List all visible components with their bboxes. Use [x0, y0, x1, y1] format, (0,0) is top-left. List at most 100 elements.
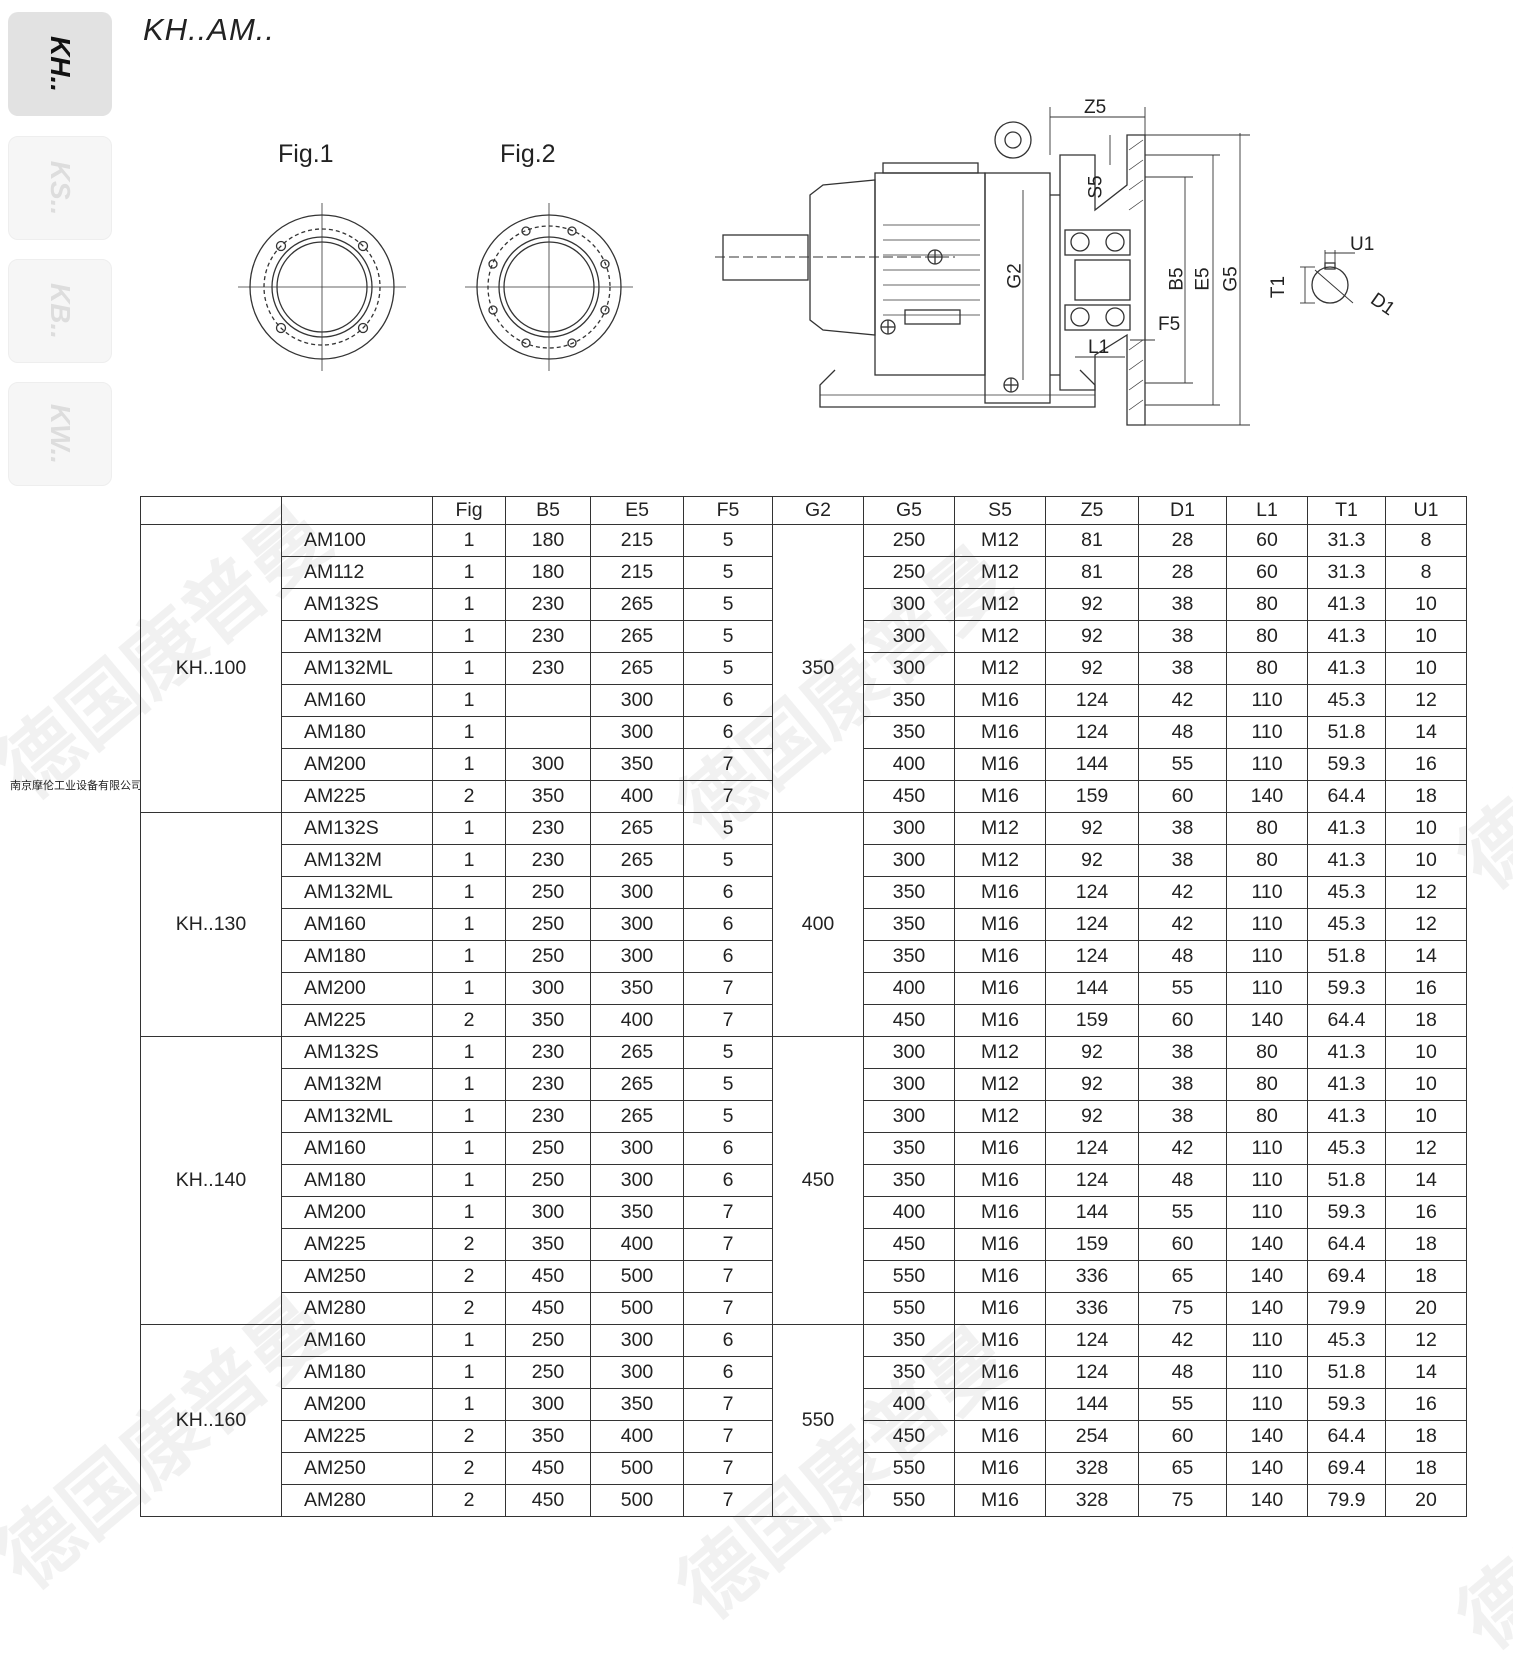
t1-cell: 79.9 [1307, 1292, 1386, 1325]
l1-cell: 110 [1226, 940, 1308, 973]
motor-adapter-cell: AM132S [281, 588, 433, 621]
fig-cell: 1 [432, 620, 506, 653]
f5-cell: 7 [683, 780, 773, 813]
g5-cell: 400 [863, 1388, 955, 1421]
dim-label-g2: G2 [1004, 263, 1026, 289]
f5-cell: 6 [683, 1324, 773, 1357]
f5-cell: 5 [683, 812, 773, 845]
b5-cell: 250 [505, 1324, 591, 1357]
motor-adapter-cell: AM250 [281, 1260, 433, 1293]
d1-cell: 48 [1138, 1164, 1227, 1197]
motor-adapter-cell: AM132ML [281, 876, 433, 909]
motor-adapter-cell: AM225 [281, 1004, 433, 1037]
u1-cell: 14 [1385, 940, 1467, 973]
side-tab-kh[interactable]: KH.. [8, 12, 112, 116]
fig-cell: 1 [432, 940, 506, 973]
s5-cell: M12 [954, 844, 1046, 877]
e5-cell: 300 [590, 908, 684, 941]
s5-cell: M16 [954, 716, 1046, 749]
u1-cell: 8 [1385, 556, 1467, 589]
b5-cell: 350 [505, 780, 591, 813]
b5-cell: 250 [505, 1164, 591, 1197]
b5-cell: 350 [505, 1228, 591, 1261]
d1-cell: 38 [1138, 652, 1227, 685]
fig-cell: 1 [432, 908, 506, 941]
t1-cell: 41.3 [1307, 588, 1386, 621]
s5-cell: M16 [954, 1452, 1046, 1485]
s5-cell: M16 [954, 1324, 1046, 1357]
z5-cell: 92 [1045, 588, 1139, 621]
fig-cell: 1 [432, 1100, 506, 1133]
fig-cell: 1 [432, 716, 506, 749]
e5-cell: 500 [590, 1292, 684, 1325]
b5-cell: 250 [505, 908, 591, 941]
l1-cell: 80 [1226, 652, 1308, 685]
side-tab-kw[interactable]: KW.. [8, 382, 112, 486]
u1-cell: 12 [1385, 1132, 1467, 1165]
f5-cell: 7 [683, 1420, 773, 1453]
motor-adapter-cell: AM112 [281, 556, 433, 589]
z5-cell: 336 [1045, 1292, 1139, 1325]
z5-cell: 124 [1045, 1324, 1139, 1357]
motor-adapter-cell: AM160 [281, 684, 433, 717]
l1-cell: 110 [1226, 1196, 1308, 1229]
g5-cell: 350 [863, 940, 955, 973]
b5-cell: 180 [505, 556, 591, 589]
z5-cell: 81 [1045, 524, 1139, 557]
motor-adapter-cell: AM160 [281, 1132, 433, 1165]
e5-cell: 300 [590, 1132, 684, 1165]
motor-adapter-cell: AM180 [281, 716, 433, 749]
t1-cell: 45.3 [1307, 876, 1386, 909]
u1-cell: 18 [1385, 1004, 1467, 1037]
d1-cell: 75 [1138, 1292, 1227, 1325]
side-tab-kb[interactable]: KB.. [8, 259, 112, 363]
fig-cell: 1 [432, 1036, 506, 1069]
t1-cell: 41.3 [1307, 652, 1386, 685]
gear-unit-model: KH..130 [140, 812, 282, 1037]
motor-adapter-cell: AM132S [281, 1036, 433, 1069]
f5-cell: 7 [683, 1004, 773, 1037]
t1-cell: 45.3 [1307, 684, 1386, 717]
e5-cell: 350 [590, 748, 684, 781]
t1-cell: 41.3 [1307, 844, 1386, 877]
z5-cell: 92 [1045, 1100, 1139, 1133]
fig2-label: Fig.2 [500, 140, 556, 168]
g5-cell: 350 [863, 1132, 955, 1165]
u1-cell: 18 [1385, 1228, 1467, 1261]
g5-cell: 350 [863, 1324, 955, 1357]
g5-cell: 350 [863, 876, 955, 909]
g5-cell: 550 [863, 1484, 955, 1517]
b5-cell: 300 [505, 748, 591, 781]
g5-cell: 350 [863, 1164, 955, 1197]
u1-cell: 18 [1385, 1452, 1467, 1485]
f5-cell: 5 [683, 524, 773, 557]
motor-adapter-cell: AM200 [281, 972, 433, 1005]
b5-cell: 250 [505, 1356, 591, 1389]
u1-cell: 10 [1385, 1100, 1467, 1133]
e5-cell: 265 [590, 1068, 684, 1101]
b5-cell [505, 684, 591, 717]
d1-cell: 65 [1138, 1260, 1227, 1293]
gear-unit-model: KH..100 [140, 524, 282, 813]
t1-cell: 51.8 [1307, 1164, 1386, 1197]
u1-cell: 20 [1385, 1292, 1467, 1325]
side-tab-label: KH.. [45, 36, 76, 92]
f5-cell: 6 [683, 940, 773, 973]
side-tab-label: KW.. [44, 403, 76, 465]
side-tab-ks[interactable]: KS.. [8, 136, 112, 240]
dim-label-z5: Z5 [1084, 97, 1107, 118]
e5-cell: 215 [590, 556, 684, 589]
g5-cell: 400 [863, 748, 955, 781]
d1-cell: 60 [1138, 1228, 1227, 1261]
s5-cell: M16 [954, 1132, 1046, 1165]
z5-cell: 124 [1045, 940, 1139, 973]
column-header: F5 [683, 496, 773, 525]
s5-cell: M16 [954, 748, 1046, 781]
t1-cell: 41.3 [1307, 812, 1386, 845]
t1-cell: 79.9 [1307, 1484, 1386, 1517]
e5-cell: 500 [590, 1260, 684, 1293]
